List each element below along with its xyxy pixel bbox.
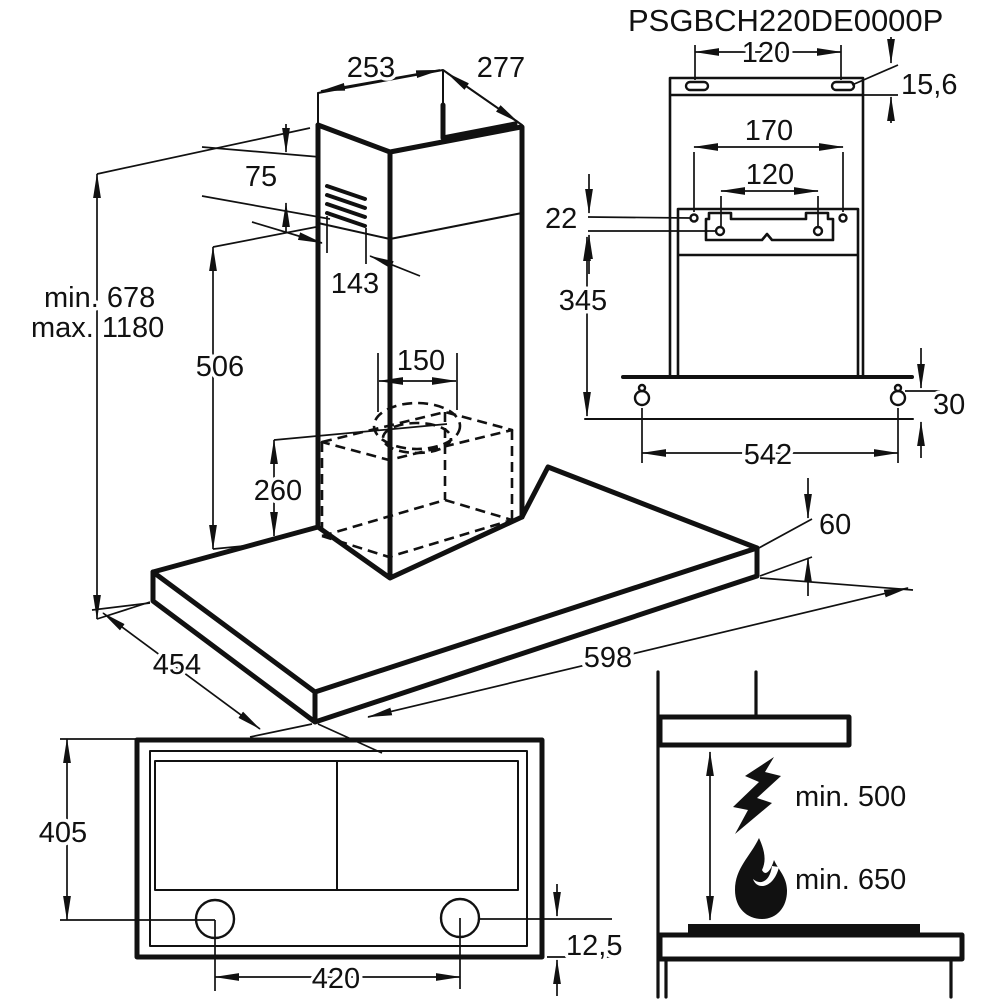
dim-height-max-label: max. 1180 [31, 312, 164, 344]
rear-slot-left [684, 80, 710, 92]
dim-454-extensions [91, 602, 313, 738]
wall-screw-left-icon [633, 383, 651, 407]
clearance-diagram: min. 500 min. 650 [656, 670, 965, 999]
dim-260-leader [273, 423, 448, 441]
front-view: 405 420 12,5 [35, 737, 626, 999]
dim-60-leaders [756, 518, 813, 577]
dim-170-label: 170 [745, 115, 793, 147]
front-outer-frame [134, 737, 545, 960]
product-code: PSGBCH220DE0000P [628, 3, 943, 38]
dim-150-label: 150 [397, 345, 445, 377]
dim-120in-extensions [720, 196, 819, 226]
dim-143-arrow-right [369, 255, 421, 277]
dim-22-label: 22 [545, 203, 577, 235]
dim-line-277 [446, 72, 519, 123]
dim-598-line [367, 587, 909, 718]
gas-flame-icon [735, 838, 787, 919]
dim-420-label: 420 [312, 963, 360, 995]
dim-405-label: 405 [39, 817, 87, 849]
dim-454-line [102, 612, 261, 730]
dim-253-label: 253 [347, 52, 395, 84]
chimney-screw-hole-left [689, 213, 699, 223]
wall-screw-right-icon [889, 383, 907, 407]
chimney-duct-notch [440, 102, 518, 141]
isometric-view: 253 277 75 143 min. 678 max. 1180 506 15… [28, 49, 914, 754]
dim-170-extensions [693, 152, 844, 212]
chimney-screw-hole-right [838, 213, 848, 223]
countertop [657, 932, 965, 962]
hood-side-profile [657, 714, 852, 748]
dim-125-label: 12,5 [566, 930, 622, 962]
dim-120in-label: 120 [746, 159, 794, 191]
dim-22-leaders [587, 216, 716, 232]
front-inner-frame [149, 750, 528, 947]
dim-277-label: 277 [477, 52, 525, 84]
dim-height-min-label: min. 678 [44, 282, 155, 314]
dim-30-label: 30 [933, 389, 965, 421]
motor-box-hidden [320, 401, 514, 559]
dim-345-label: 345 [559, 285, 607, 317]
dim-598-label: 598 [584, 642, 632, 674]
dim-75-label: 75 [245, 161, 277, 193]
dim-506-leaders [212, 226, 317, 550]
canopy-thickness [150, 545, 760, 725]
dim-125-leaders [479, 918, 612, 958]
dim-60-label: 60 [819, 509, 851, 541]
clearance-electric-label: min. 500 [795, 781, 906, 813]
bracket-hole-right [812, 225, 824, 237]
dim-542-label: 542 [744, 439, 792, 471]
electric-bolt-icon [733, 757, 781, 834]
dim-506-label: 506 [196, 351, 244, 383]
clearance-gas-label: min. 650 [795, 864, 906, 896]
dim-405-leaders [60, 738, 215, 921]
rear-chimney-outline [668, 76, 865, 377]
hob-surface [688, 924, 920, 935]
canopy-top-outline [150, 464, 760, 695]
dim-454-label: 454 [153, 649, 201, 681]
dim-line-253 [320, 69, 441, 92]
duct-collar-inner [381, 421, 453, 455]
chimney-joint-line [317, 212, 523, 240]
dim-75-leaders [201, 146, 331, 220]
rear-slot-right [830, 80, 856, 92]
dim-120top-label: 120 [742, 37, 790, 69]
mounting-bracket [704, 211, 835, 242]
dim-156-label: 15,6 [901, 69, 957, 101]
duct-collar-outer [372, 401, 462, 451]
rear-view: 120 15,6 170 120 22 345 30 542 [542, 34, 969, 475]
dim-156-leaders [851, 64, 899, 96]
chimney-base [315, 514, 525, 581]
vent-grille-icon [325, 184, 367, 228]
dim-143-extensions [326, 216, 367, 264]
dim-260-label: 260 [254, 475, 302, 507]
bracket-hole-left [714, 225, 726, 237]
dim-143-label: 143 [331, 268, 379, 300]
